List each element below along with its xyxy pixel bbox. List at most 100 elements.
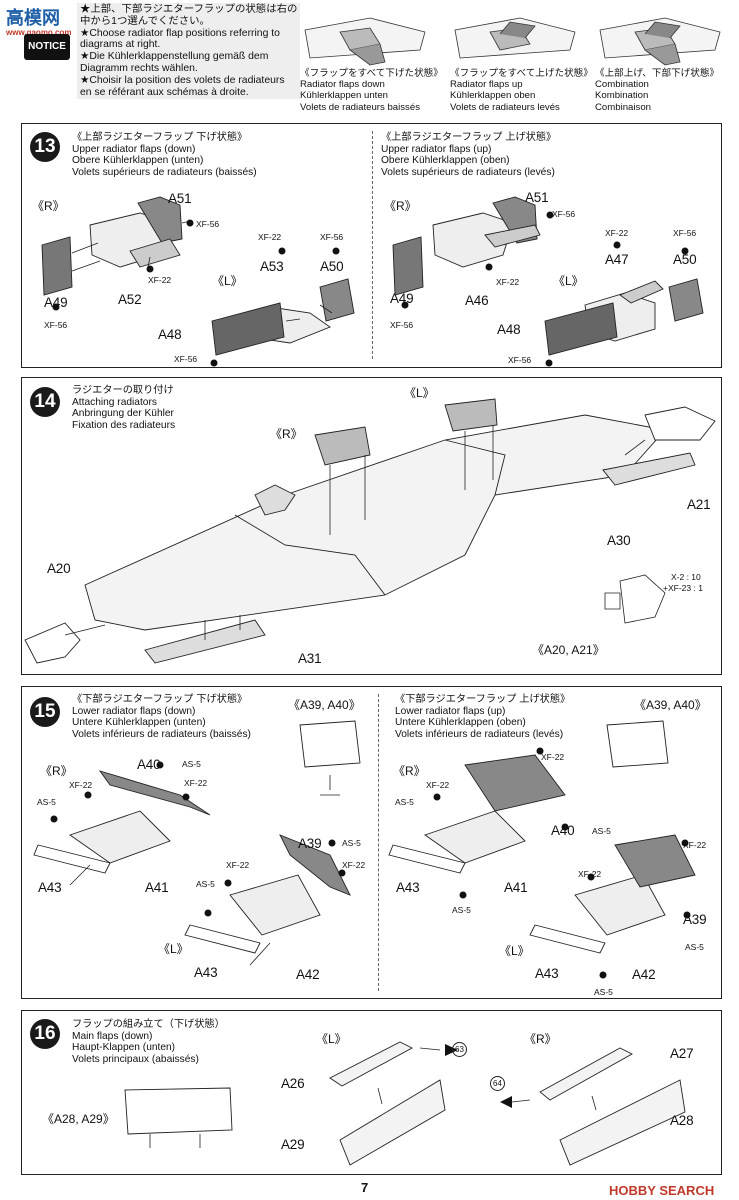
step-13-A53-left: A53	[260, 259, 284, 274]
step-15-left-drawing	[33, 720, 361, 966]
step-14-paint-mix-b: +XF-23 : 1	[663, 583, 703, 593]
step-13-XF56-d-right: XF-56	[508, 355, 532, 365]
step-13-XF56-a-right: XF-56	[552, 209, 576, 219]
step-15-XF22-b-left: XF-22	[184, 778, 208, 788]
step-13-XF56-c-right: XF-56	[673, 228, 697, 238]
step-16-L: 《L》	[316, 1032, 347, 1046]
step-15-XF22-c-right: XF-22	[683, 840, 707, 850]
step-15-AS5-c-left: AS-5	[342, 838, 361, 848]
step-15-A41-right: A41	[504, 880, 528, 895]
step-14-number: 14	[30, 387, 60, 417]
step-14-A30: A30	[607, 533, 631, 548]
step-15-AS5-a-right: AS-5	[395, 797, 414, 807]
step-15-A43-right: A43	[396, 880, 420, 895]
step-13-A51-left: A51	[168, 191, 192, 206]
step-13-A51-right: A51	[525, 190, 549, 205]
step-14-inset-label: 《A20, A21》	[532, 643, 605, 657]
step-15-A40-left: A40	[137, 757, 161, 772]
step-15-AS5-b-right: AS-5	[592, 826, 611, 836]
step-14-A31: A31	[298, 651, 322, 666]
step-13-right-drawing	[392, 196, 704, 367]
step-16-A26: A26	[281, 1076, 305, 1091]
step-13-A49-right: A49	[390, 291, 414, 306]
step-13-left-caption: 《上部ラジエターフラップ 下げ状態》Upper radiator flaps (…	[72, 132, 257, 178]
step-15-AS5-d-left: AS-5	[196, 879, 215, 889]
step-15-left-L: 《L》	[158, 942, 189, 956]
step-16-A29: A29	[281, 1137, 305, 1152]
step-13-XF56-b-right: XF-56	[390, 320, 414, 330]
step-16-ref-64: 64	[490, 1076, 505, 1091]
step-13-number: 13	[30, 132, 60, 162]
step-13-XF22-a-right: XF-22	[605, 228, 629, 238]
step-15-A41-left: A41	[145, 880, 169, 895]
step-13-XF22-b-right: XF-22	[496, 277, 520, 287]
flap-option-diagram-down	[304, 17, 426, 66]
step-14-R: 《R》	[270, 427, 303, 441]
step-15-AS5-e-right: AS-5	[594, 987, 613, 997]
step-15-AS5-c-right: AS-5	[452, 905, 471, 915]
step-13-XF22-a-left: XF-22	[258, 232, 282, 242]
watermark-bottom: HOBBY SEARCH	[609, 1183, 715, 1198]
watermark-cjk: 高	[6, 8, 24, 28]
step-13-A48-left: A48	[158, 327, 182, 342]
notice-block: NOTICE ★上部、下部ラジエターフラップの状態は右の 中から1つ選んでくださ…	[0, 0, 301, 112]
flap-option-diagram-combination	[599, 17, 721, 66]
step-13-XF56-d-left: XF-56	[174, 354, 198, 364]
step-15-divider	[378, 694, 379, 991]
watermark-logo: 高模网 www.gaomo.com	[6, 4, 72, 37]
step-13-left-drawing	[41, 196, 355, 367]
step-15-left-caption: 《下部ラジエターフラップ 下げ状態》Lower radiator flaps (…	[72, 694, 251, 740]
step-15-right-R: 《R》	[393, 764, 426, 778]
step-15-left-inset-label: 《A39, A40》	[288, 698, 361, 712]
step-16-drawing	[124, 1041, 686, 1166]
step-13-A50-left: A50	[320, 259, 344, 274]
step-13-A50-right: A50	[673, 252, 697, 267]
step-13-left-R: 《R》	[32, 199, 65, 213]
step-15-A42-right: A42	[632, 967, 656, 982]
step-15-A43-b-left: A43	[194, 965, 218, 980]
step-16-number: 16	[30, 1019, 60, 1049]
step-13-divider	[372, 131, 373, 359]
step-16-A27: A27	[670, 1046, 694, 1061]
step-15-right-inset-label: 《A39, A40》	[634, 698, 707, 712]
step-15-XF22-d-right: XF-22	[578, 869, 602, 879]
step-15-right-caption: 《下部ラジエターフラップ 上げ状態》Lower radiator flaps (…	[395, 694, 571, 740]
step-15-XF22-a-right: XF-22	[541, 752, 565, 762]
step-13-right-L: 《L》	[553, 274, 584, 288]
step-13-A52-left: A52	[118, 292, 142, 307]
step-14-paint-mix-a: X-2 : 10	[671, 572, 701, 582]
step-16-caption: フラップの組み立て（下げ状態）Main flaps (down) Haupt-K…	[72, 1019, 225, 1065]
step-13-right-caption: 《上部ラジエターフラップ 上げ状態》Upper radiator flaps (…	[381, 132, 557, 178]
notice-text: ★上部、下部ラジエターフラップの状態は右の 中から1つ選んでください。 ★Cho…	[77, 3, 301, 100]
step-15-number: 15	[30, 697, 60, 727]
step-15-XF22-a-left: XF-22	[69, 780, 93, 790]
step-13-A47-right: A47	[605, 252, 629, 267]
step-14-A20: A20	[47, 561, 71, 576]
step-15-A43-left: A43	[38, 880, 62, 895]
step-15-XF22-c-left: XF-22	[226, 860, 250, 870]
watermark-brand: 模网	[24, 8, 60, 28]
step-15-AS5-a-left: AS-5	[182, 759, 201, 769]
step-14-A21: A21	[687, 497, 711, 512]
step-16-A28: A28	[670, 1113, 694, 1128]
step-14-L: 《L》	[404, 386, 435, 400]
step-15-XF22-b-right: XF-22	[426, 780, 450, 790]
step-15-right-drawing	[388, 720, 696, 979]
flap-option-diagram-up	[454, 17, 576, 59]
step-13-XF56-a-left: XF-56	[196, 219, 220, 229]
step-15-AS5-d-right: AS-5	[685, 942, 704, 952]
flap-option-caption-down: 《フラップをすべて下げた状態》Radiator flaps down Kühle…	[300, 68, 443, 113]
step-15-XF22-d-left: XF-22	[342, 860, 366, 870]
step-15-A39-right: A39	[683, 912, 707, 927]
step-13-XF56-b-left: XF-56	[44, 320, 68, 330]
step-15-left-R: 《R》	[40, 764, 73, 778]
step-15-right-L: 《L》	[499, 944, 530, 958]
step-13-A46-right: A46	[465, 293, 489, 308]
step-13-A49-left: A49	[44, 295, 68, 310]
step-13-A48-right: A48	[497, 322, 521, 337]
step-15-AS5-b-left: AS-5	[37, 797, 56, 807]
step-16-R: 《R》	[524, 1032, 557, 1046]
step-15-A42-left: A42	[296, 967, 320, 982]
step-14-wing-drawing	[24, 398, 716, 664]
